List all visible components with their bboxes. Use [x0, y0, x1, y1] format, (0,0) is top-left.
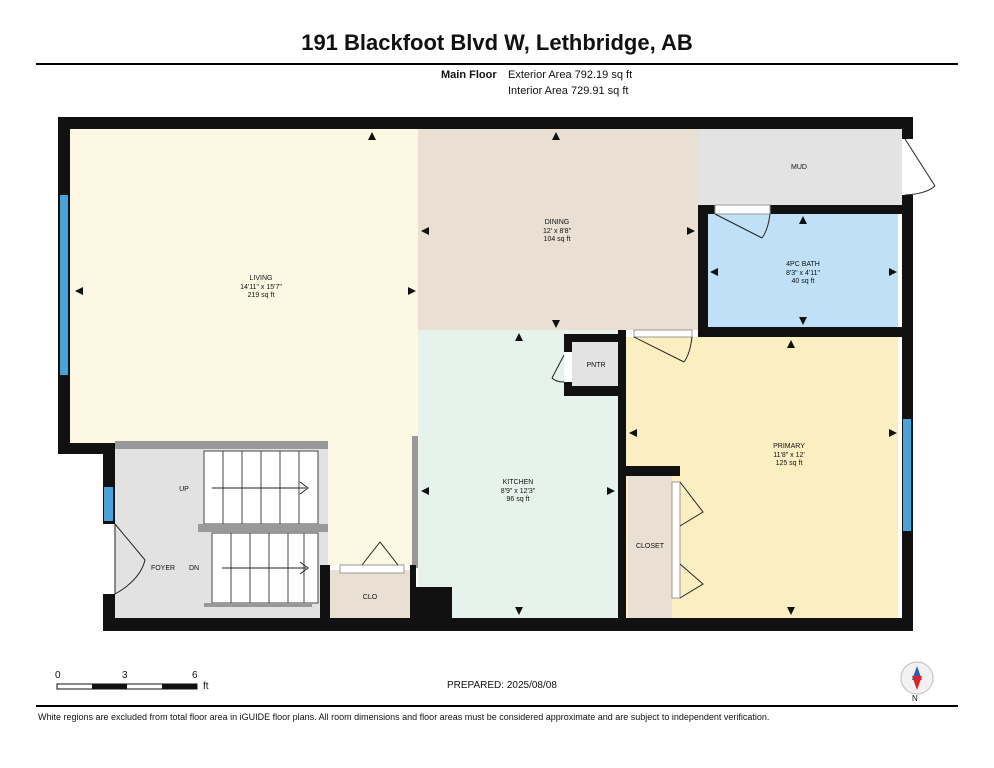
pantry-label: PNTR [586, 362, 605, 369]
bath-room [708, 214, 898, 327]
partitions [115, 436, 418, 607]
page-title: 191 Blackfoot Blvd W, Lethbridge, AB [301, 30, 693, 55]
primary-dims: 11'8" x 12' [773, 452, 805, 459]
living-dims: 14'11" x 15'7" [240, 284, 282, 291]
dining-dims: 12' x 8'8" [543, 228, 572, 235]
dimension-arrows [75, 132, 897, 615]
interior-area: Interior Area 729.91 sq ft [508, 85, 629, 97]
dn-label: DN [189, 565, 199, 572]
north-label: N [912, 694, 918, 703]
living-area: 219 sq ft [248, 292, 275, 299]
kitchen-area: 96 sq ft [507, 496, 530, 503]
bath-label: 4PC BATH [786, 261, 820, 268]
dining-room [418, 129, 698, 330]
living-room-lower [328, 443, 418, 565]
dining-label: DINING [545, 219, 570, 226]
header-rule [36, 63, 958, 65]
closet-room [628, 476, 672, 618]
clo-label: CLO [363, 594, 378, 601]
disclaimer: White regions are excluded from total fl… [38, 712, 770, 722]
pantry-room [572, 342, 618, 386]
bath-dims: 8'3" x 4'11" [786, 270, 820, 277]
north-arrow-icon [900, 661, 934, 695]
living-room [70, 129, 418, 443]
footer-rule [36, 705, 958, 707]
foyer-label: FOYER [151, 565, 175, 572]
prepared-date: PREPARED: 2025/08/08 [447, 680, 557, 691]
scale-label-0: 0 [55, 670, 61, 681]
scale-bar [56, 683, 198, 690]
floor-name: Main Floor [441, 69, 497, 81]
closet-label: CLOSET [636, 543, 665, 550]
living-label: LIVING [250, 275, 273, 282]
scale-label-6: 6 [192, 670, 198, 681]
windows [60, 195, 911, 531]
up-label: UP [179, 486, 189, 493]
clo-room [330, 570, 410, 618]
stairs-up [203, 450, 319, 525]
dining-area: 104 sq ft [544, 236, 571, 243]
mud-room [698, 129, 902, 205]
mud-label: MUD [791, 164, 807, 171]
stairs-down [211, 532, 319, 604]
bath-area: 40 sq ft [792, 278, 815, 285]
doors [103, 138, 936, 599]
scale-label-3: 3 [122, 670, 128, 681]
kitchen-dims: 8'9" x 12'3" [501, 488, 536, 495]
exterior-area: Exterior Area 792.19 sq ft [508, 69, 633, 81]
kitchen-label: KITCHEN [503, 479, 534, 486]
scale-unit: ft [203, 681, 209, 692]
primary-label: PRIMARY [773, 443, 805, 450]
primary-area: 125 sq ft [776, 460, 803, 467]
